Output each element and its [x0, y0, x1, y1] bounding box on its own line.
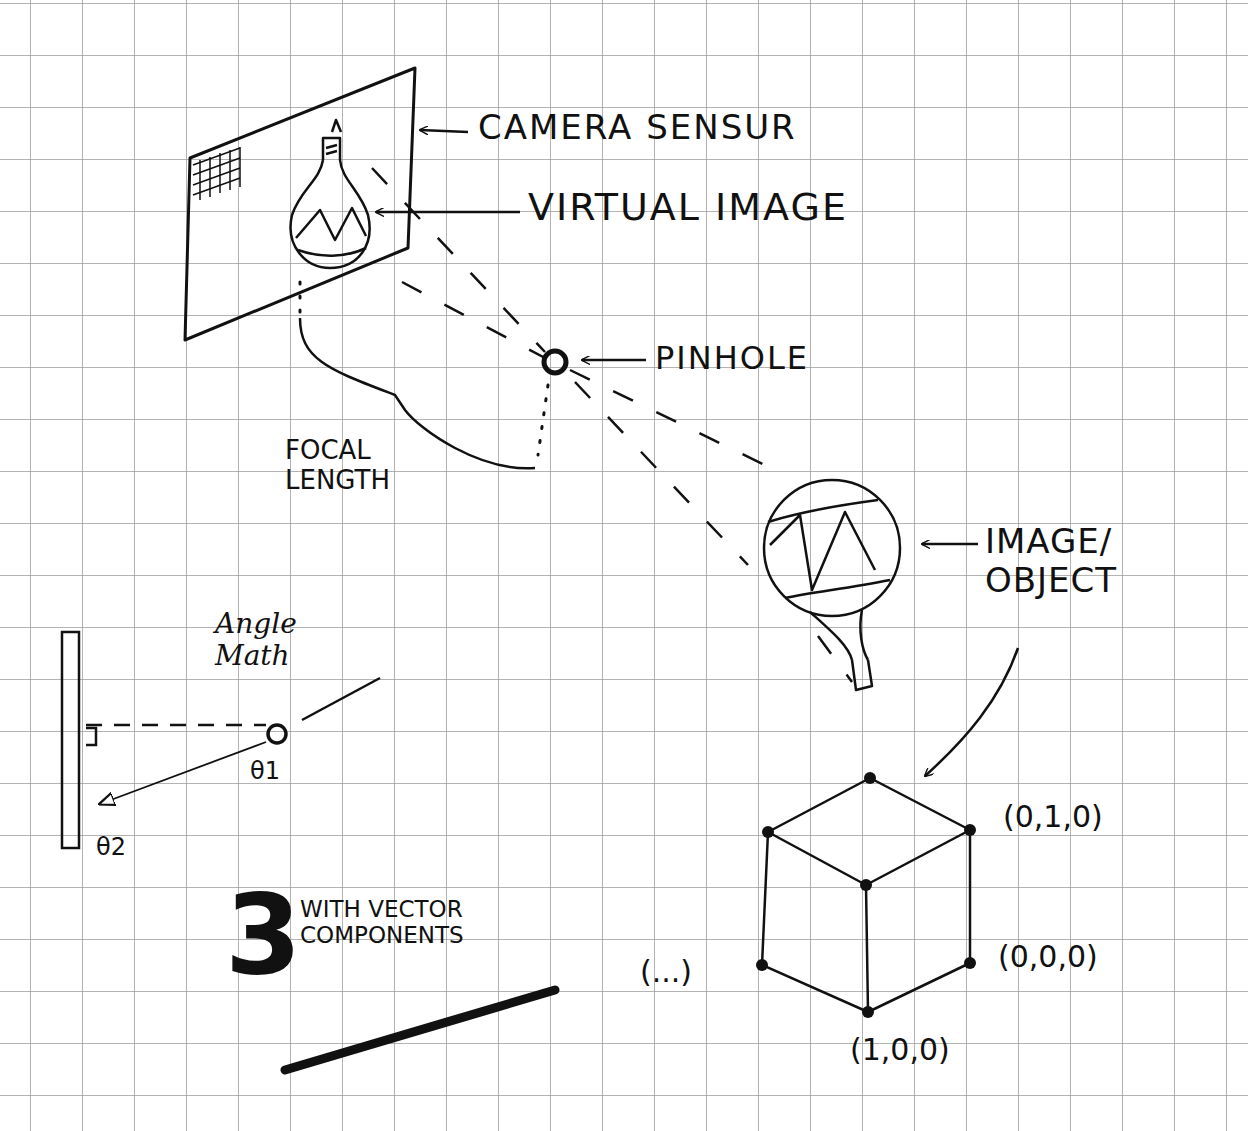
coordinate-label: (1,0,0): [850, 1033, 950, 1068]
step-number: 3: [225, 872, 302, 999]
ray-upper-in: [372, 168, 545, 352]
virtual-image-pointer: [376, 211, 520, 214]
pinhole-dotted-drop: [538, 385, 548, 455]
pixel-column-lines: [200, 147, 240, 200]
bulb-glass: [291, 160, 370, 268]
sensor-pixel-grid: [193, 147, 240, 200]
light-rays: [372, 168, 852, 682]
vertex-dot: [964, 957, 976, 969]
bulb-filament: [296, 208, 366, 256]
cube-left-face: [762, 832, 868, 1012]
sensor-dotted-drop: [299, 282, 302, 318]
ray-upper-out: [570, 370, 775, 470]
vertex-dot: [762, 826, 774, 838]
cube-top-face: [768, 778, 970, 885]
object-globe: [764, 480, 900, 616]
coordinate-label: (...): [640, 955, 692, 990]
pinhole-circle: [544, 351, 566, 373]
pinhole-circle-small: [268, 725, 286, 743]
ray-lower-in: [402, 282, 545, 358]
ray-tail: [818, 636, 852, 682]
normal-dashed-line: [86, 724, 266, 727]
vertex-dot: [864, 772, 876, 784]
object-neck: [810, 610, 868, 660]
object-pointer: [922, 543, 978, 546]
angle-symbol: θ2: [96, 834, 126, 862]
heavy-underline: [285, 990, 555, 1070]
sensor-pointer: [420, 130, 468, 132]
pinhole-label: PINHOLE: [655, 340, 809, 377]
bulb-up-tick: [332, 120, 341, 132]
bulb-base: [323, 138, 340, 160]
vertex-dot: [862, 1006, 874, 1018]
virtual-image-bulb: [291, 120, 370, 268]
vertex-dot: [756, 959, 768, 971]
sensor-label: CAMERA SENSUR: [478, 108, 797, 147]
pinhole-pointer: [582, 359, 646, 362]
object-filament: [768, 500, 890, 598]
camera-sensor-plane: [185, 68, 415, 340]
right-angle-mark: [86, 728, 96, 745]
cube-wireframe: [762, 778, 970, 1012]
bulb-thread: [326, 145, 337, 154]
ray-lower-out: [575, 382, 748, 565]
focal-length-label: FOCAL LENGTH: [285, 436, 410, 496]
vertex-dot: [860, 879, 872, 891]
cube-right-face: [868, 830, 970, 1012]
angle-symbol: θ1: [250, 758, 280, 786]
cube-pointer: [925, 648, 1018, 776]
step-note: WITH VECTOR COMPONENTS: [300, 896, 480, 949]
vertex-dot: [964, 824, 976, 836]
object-label: IMAGE/ OBJECT: [985, 522, 1155, 600]
object-bulb: [764, 480, 900, 690]
virtual-image-label: VIRTUAL IMAGE: [528, 186, 848, 230]
object-base: [852, 660, 872, 690]
cube-vertices: [756, 772, 976, 1018]
sensor-edge-view: [62, 632, 79, 848]
coordinate-label: (0,1,0): [1003, 800, 1103, 835]
angle-stroke: [302, 678, 380, 720]
coordinate-label: (0,0,0): [998, 940, 1098, 975]
angle-ray: [100, 742, 266, 804]
angle-math-note: Angle Math: [215, 608, 325, 672]
label-pointers: [376, 130, 1018, 776]
